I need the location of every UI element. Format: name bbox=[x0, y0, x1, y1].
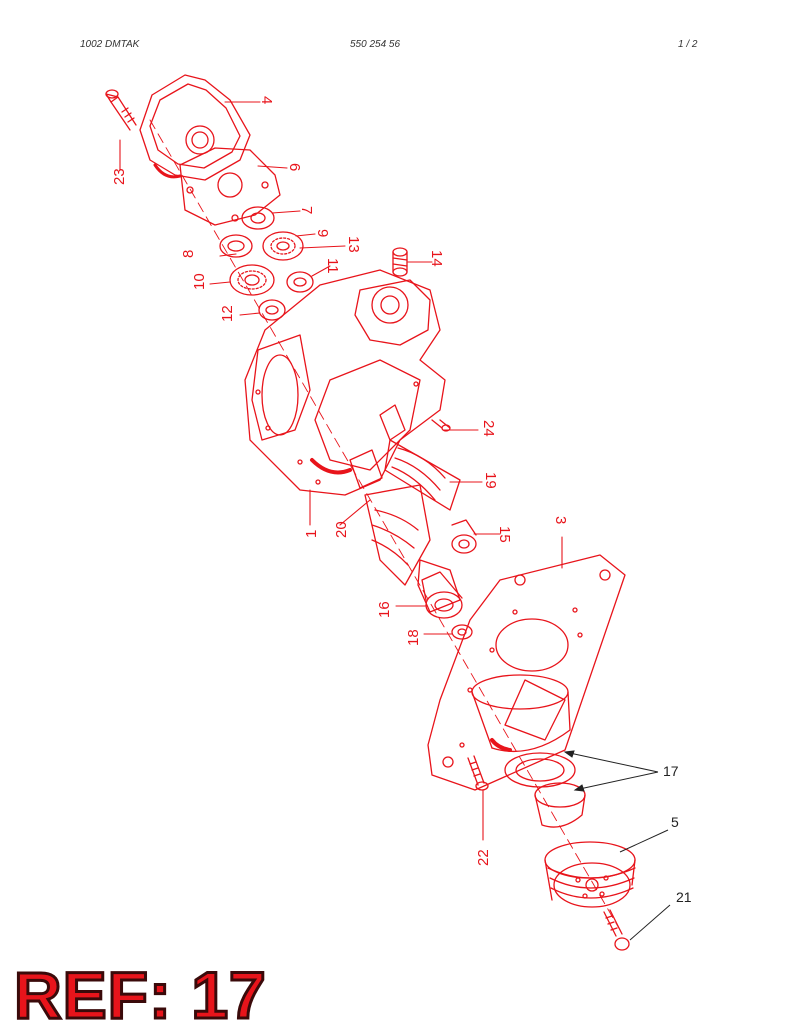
housing-part-1 bbox=[244, 269, 446, 496]
callout-9: 9 bbox=[314, 229, 331, 237]
red-callouts: 23 4 6 7 8 9 13 10 11 12 14 1 20 19 15 1… bbox=[111, 96, 569, 866]
callout-17: 17 bbox=[663, 763, 679, 779]
flange-plate-part-3 bbox=[427, 554, 626, 791]
sleeve-part-17 bbox=[471, 674, 586, 828]
callout-10: 10 bbox=[191, 273, 208, 290]
bearing-part-10 bbox=[229, 264, 275, 296]
red-leader-lines bbox=[119, 101, 563, 841]
rotor-part-19 bbox=[349, 404, 461, 511]
bearing-part-8 bbox=[219, 234, 253, 258]
black-leader-lines bbox=[563, 750, 671, 941]
callout-6: 6 bbox=[286, 163, 303, 171]
callout-19: 19 bbox=[482, 472, 499, 489]
callout-12: 12 bbox=[219, 305, 236, 322]
bearing-part-11 bbox=[286, 271, 314, 293]
header-model: 1002 DMTAK bbox=[80, 39, 140, 50]
callout-24: 24 bbox=[480, 420, 497, 437]
callout-22: 22 bbox=[475, 849, 492, 866]
callout-16: 16 bbox=[376, 601, 393, 618]
bearing-part-9 bbox=[262, 231, 304, 261]
callout-15: 15 bbox=[496, 526, 513, 543]
callout-7: 7 bbox=[298, 206, 315, 214]
center-axis-line bbox=[149, 119, 621, 931]
callout-4: 4 bbox=[258, 96, 275, 104]
header-page-number: 1 / 2 bbox=[678, 39, 698, 50]
callout-23: 23 bbox=[111, 168, 128, 185]
callout-3: 3 bbox=[552, 516, 569, 524]
callout-8: 8 bbox=[180, 250, 197, 258]
callout-13: 13 bbox=[345, 236, 362, 253]
bolt-part-22 bbox=[467, 755, 489, 791]
callout-18: 18 bbox=[405, 629, 422, 646]
black-callouts: 17 5 21 bbox=[663, 763, 692, 905]
gasket-part-6 bbox=[179, 147, 281, 226]
bearing-part-15 bbox=[451, 519, 477, 554]
rotor-part-20 bbox=[364, 484, 461, 613]
callout-14: 14 bbox=[428, 250, 445, 267]
bolt-part-23 bbox=[105, 89, 137, 131]
bolt-part-21 bbox=[603, 909, 630, 951]
bearing-part-12 bbox=[258, 299, 286, 321]
ref-badge: REF: 17 bbox=[13, 958, 268, 1032]
plug-part-14 bbox=[392, 247, 408, 277]
header-part-number: 550 254 56 bbox=[350, 39, 401, 50]
bearing-part-16 bbox=[421, 571, 463, 619]
pin-part-24 bbox=[431, 419, 451, 432]
callout-11: 11 bbox=[324, 258, 341, 274]
callout-20: 20 bbox=[333, 521, 350, 538]
callout-21: 21 bbox=[676, 889, 692, 905]
callout-1: 1 bbox=[303, 530, 320, 538]
seal-part-18 bbox=[451, 624, 473, 640]
callout-5: 5 bbox=[671, 814, 679, 830]
pulley-part-5 bbox=[544, 841, 636, 908]
end-cover-part-4 bbox=[139, 74, 251, 181]
seal-part-7 bbox=[241, 206, 275, 230]
